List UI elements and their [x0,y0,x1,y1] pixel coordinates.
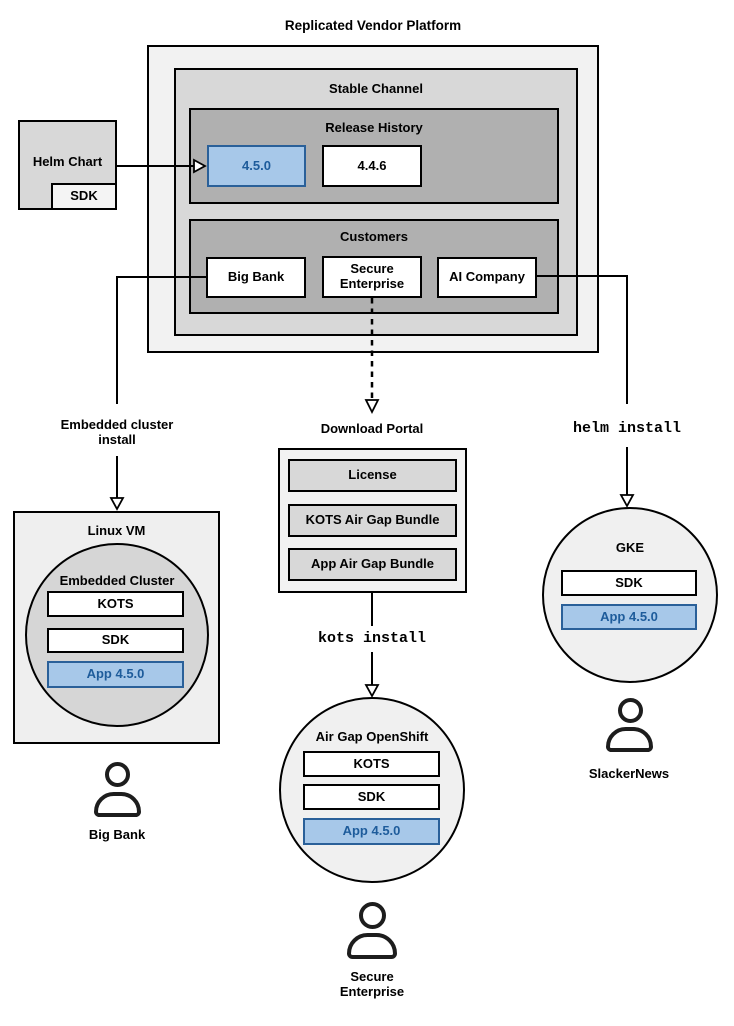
middle-user-label: Secure Enterprise [339,969,405,1000]
user-body-icon [94,792,141,817]
left-sdk-box: SDK [47,628,184,653]
kots-install-command: kots install [317,630,427,647]
release-history-label: Release History [325,120,423,135]
kots-airgap-bundle-box: KOTS Air Gap Bundle [288,504,457,537]
embedded-cluster-label: Embedded Cluster [59,573,175,588]
user-body-icon [606,727,653,752]
helm-chart-sdk-box: SDK [51,183,117,210]
license-box: License [288,459,457,492]
customer-ai-company: AI Company [437,257,537,298]
right-app-box: App 4.5.0 [561,604,697,630]
airgap-openshift-label: Air Gap OpenShift [315,729,429,744]
customer-big-bank: Big Bank [206,257,306,298]
user-head-icon [105,762,130,787]
arrowhead-down-icon [619,494,635,508]
left-kots-box: KOTS [47,591,184,617]
customers-label: Customers [340,229,408,244]
gke-label: GKE [615,540,645,555]
middle-app-box: App 4.5.0 [303,818,440,845]
app-airgap-bundle-box: App Air Gap Bundle [288,548,457,581]
middle-sdk-box: SDK [303,784,440,810]
helm-install-command: helm install [572,420,682,437]
helm-chart-label: Helm Chart [32,154,103,169]
release-version-446: 4.4.6 [322,145,422,187]
user-icon [347,902,397,960]
user-icon [606,698,654,754]
user-head-icon [618,698,643,723]
embedded-cluster-install-label: Embedded cluster install [60,417,174,448]
arrowhead-down-icon [364,684,380,698]
diagram-title: Replicated Vendor Platform [284,18,462,33]
arrowhead-down-icon [109,497,125,511]
release-version-450: 4.5.0 [207,145,306,187]
linux-vm-label: Linux VM [87,523,146,538]
right-sdk-box: SDK [561,570,697,596]
middle-kots-box: KOTS [303,751,440,777]
download-portal-label: Download Portal [320,421,424,436]
customer-secure-enterprise: Secure Enterprise [322,256,422,298]
user-head-icon [359,902,386,929]
user-icon [93,762,141,818]
stable-channel-label: Stable Channel [329,81,423,96]
right-user-label: SlackerNews [588,766,670,781]
left-app-box: App 4.5.0 [47,661,184,688]
left-user-label: Big Bank [88,827,146,842]
user-body-icon [347,933,397,959]
arrowhead-down-icon [364,399,380,415]
